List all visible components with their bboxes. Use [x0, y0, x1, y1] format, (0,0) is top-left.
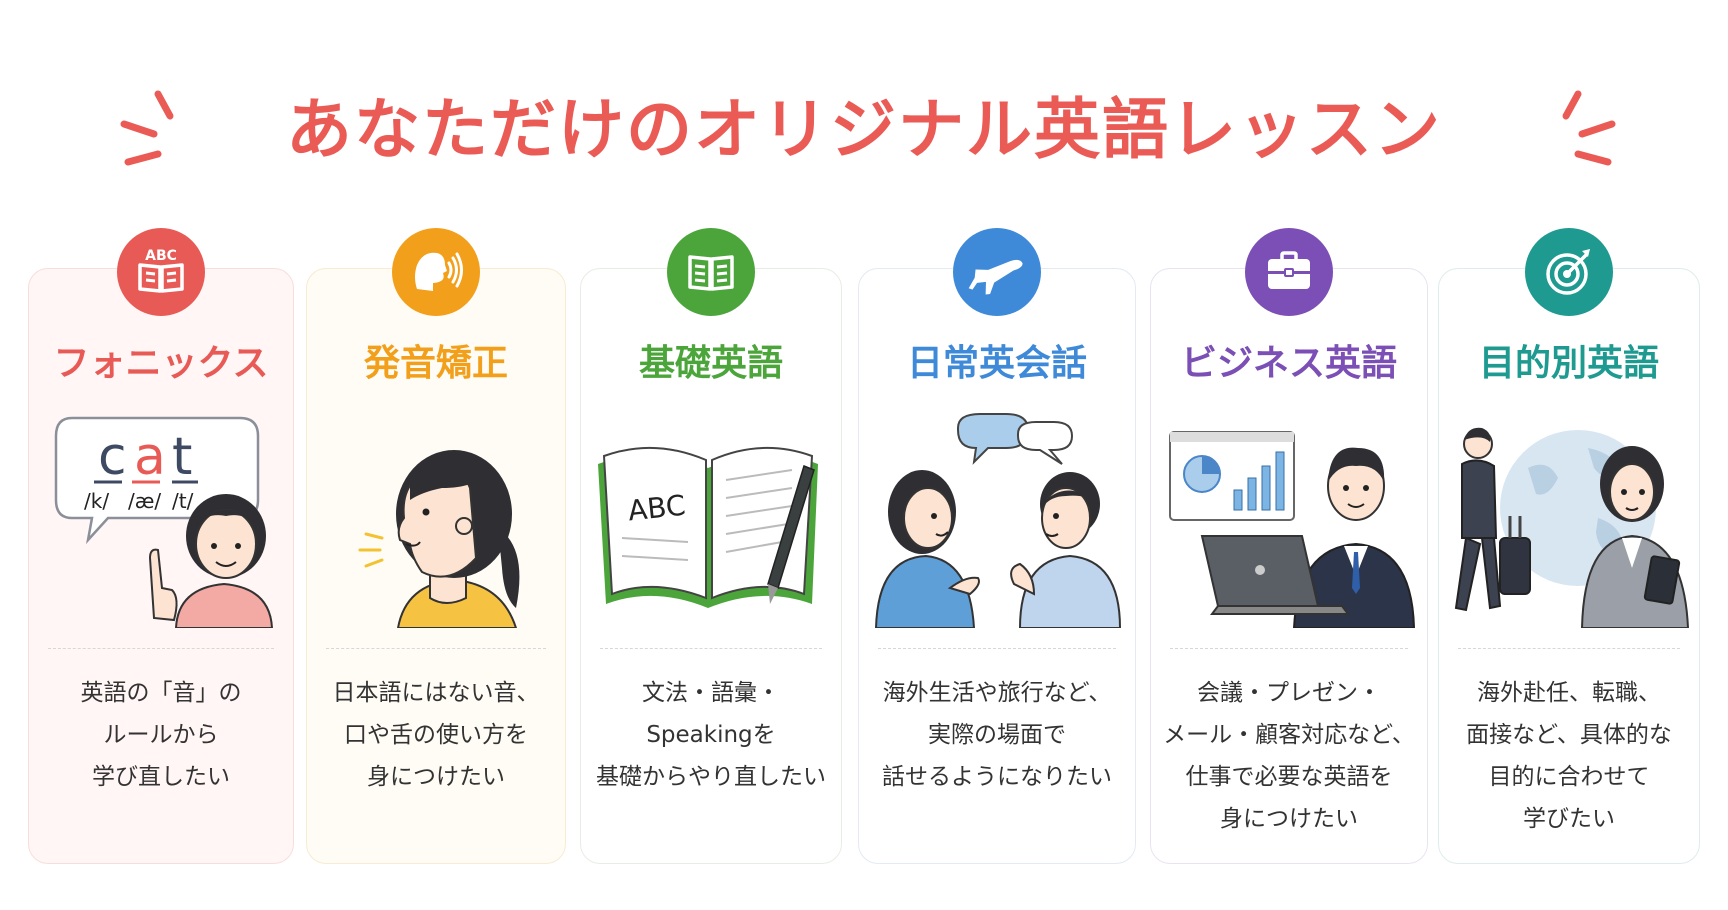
briefcase-icon — [1268, 251, 1310, 289]
desc-line: ルールから — [103, 722, 219, 748]
card-desc-basic-english: 文法・語彙・ Speakingを基礎からやり直したい — [580, 672, 842, 798]
svg-text:/æ/: /æ/ — [128, 489, 161, 513]
divider — [878, 648, 1116, 649]
svg-text:c: c — [98, 427, 127, 487]
badge-phonics: ABC — [117, 228, 205, 316]
desc-line: 話せるようになりたい — [882, 764, 1112, 790]
card-desc-phonics: 英語の「音」のルールから学び直したい — [28, 672, 294, 798]
header: あなただけのオリジナル英語レッスン — [0, 80, 1728, 190]
desc-line: 仕事で必要な英語を — [1185, 764, 1393, 790]
card-desc-purpose-english: 海外赴任、転職、面接など、具体的な目的に合わせて学びたい — [1438, 672, 1700, 840]
svg-text:/k/: /k/ — [84, 489, 109, 513]
desc-line: 身につけたい — [367, 764, 505, 790]
card-title-phonics: フォニックス — [53, 343, 269, 384]
desc-line: 海外赴任、転職、 — [1477, 680, 1661, 706]
card-desc-pronunciation: 日本語にはない音、口や舌の使い方を身につけたい — [306, 672, 566, 798]
divider — [48, 648, 274, 649]
card-title-business-english: ビジネス英語 — [1180, 343, 1397, 384]
desc-line: 面接など、具体的な — [1466, 722, 1672, 748]
business-illustration — [1169, 431, 1416, 628]
card-title-daily-conversation: 日常英会話 — [906, 343, 1087, 384]
desc-line: 学び直したい — [92, 764, 230, 790]
open-book-icon — [688, 255, 734, 291]
phonics-illustration: c a t /k/ /æ/ /t/ — [54, 416, 274, 628]
card-desc-daily-conversation: 海外生活や旅行など、実際の場面で話せるようになりたい — [858, 672, 1136, 798]
card-title-basic-english: 基礎英語 — [638, 343, 783, 384]
desc-line: 文法・語彙・ — [642, 680, 780, 706]
svg-text:/t/: /t/ — [172, 489, 194, 513]
badge-purpose-english — [1525, 228, 1613, 316]
page-title: あなただけのオリジナル英語レッスン — [286, 91, 1442, 168]
speaking-head-icon — [415, 252, 463, 291]
desc-line: 海外生活や旅行など、 — [882, 680, 1112, 706]
card-desc-business-english: 会議・プレゼン・メール・顧客対応など、仕事で必要な英語を身につけたい — [1150, 672, 1428, 840]
svg-text:t: t — [172, 427, 192, 487]
desc-line: 実際の場面で — [928, 722, 1066, 748]
book-illustration: ABC — [598, 446, 818, 608]
badge-business-english — [1245, 228, 1333, 316]
divider — [1170, 648, 1408, 649]
badge-daily-conversation — [953, 228, 1041, 316]
desc-line: 口や舌の使い方を — [344, 722, 528, 748]
divider — [600, 648, 822, 649]
svg-text:a: a — [134, 427, 166, 487]
desc-line: Speakingを — [646, 722, 776, 748]
target-icon — [1546, 249, 1590, 295]
badge-pronunciation — [392, 228, 480, 316]
desc-line: 学びたい — [1523, 806, 1615, 832]
desc-line: 身につけたい — [1220, 806, 1358, 832]
purpose-illustration — [1454, 427, 1690, 628]
card-title-pronunciation: 発音矯正 — [363, 343, 508, 384]
abc-book-icon: ABC — [138, 248, 184, 293]
desc-line: 会議・プレゼン・ — [1197, 680, 1381, 706]
desc-line: 英語の「音」の — [80, 680, 242, 706]
burst-right-icon — [1562, 90, 1616, 166]
conversation-illustration — [874, 413, 1122, 628]
divider — [1458, 648, 1680, 649]
svg-text:ABC: ABC — [145, 248, 177, 264]
airplane-icon — [968, 259, 1023, 295]
desc-line: 基礎からやり直したい — [596, 764, 826, 790]
svg-text:ABC: ABC — [626, 489, 687, 528]
burst-left-icon — [120, 90, 174, 166]
desc-line: 目的に合わせて — [1488, 764, 1650, 790]
desc-line: メール・顧客対応など、 — [1163, 722, 1415, 748]
pronunciation-illustration — [358, 450, 520, 628]
divider — [326, 648, 546, 649]
badge-basic-english — [667, 228, 755, 316]
card-title-purpose-english: 目的別英語 — [1478, 343, 1659, 384]
desc-line: 日本語にはない音、 — [332, 680, 540, 706]
